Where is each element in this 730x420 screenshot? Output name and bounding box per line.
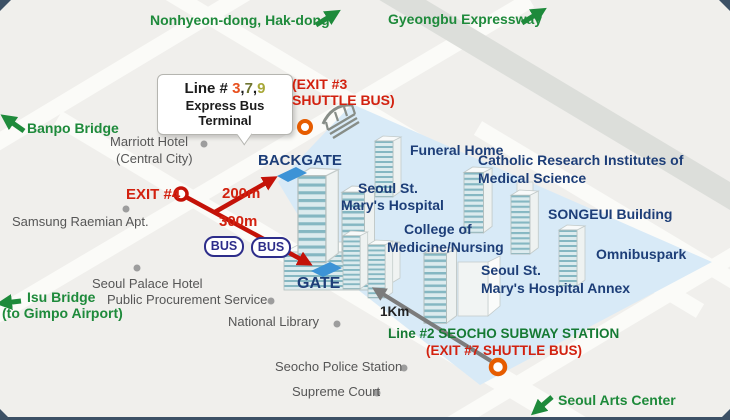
exit7-shuttle-marker (488, 357, 508, 377)
buildings (283, 135, 586, 324)
frame-bottom-line (0, 417, 730, 420)
frame-corner-bottom-left (0, 409, 11, 420)
label-funeral-home: Funeral Home (410, 142, 504, 158)
gyeongbu-arrow (520, 7, 547, 26)
label-backgate: BACKGATE (258, 152, 342, 169)
label-samsung-raemian: Samsung Raemian Apt. (12, 214, 149, 229)
backgate-marker (277, 167, 307, 182)
label-marriott-line1: Marriott Hotel (110, 134, 189, 149)
frame-corner-top-left (0, 0, 11, 11)
subway-stairs-icon (321, 103, 360, 140)
gyeongbu-expressway-road (379, 0, 730, 211)
label-annex-line2: Mary's Hospital Annex (481, 280, 631, 296)
label-hospital-line2: Mary's Hospital (341, 197, 444, 213)
bus-stop-1: BUS (204, 236, 244, 257)
frame-corner-bottom-right (719, 409, 730, 420)
label-seocho-police: Seocho Police Station (275, 359, 403, 374)
building-omnibuspark (558, 224, 586, 287)
label-seoul-arts-center: Seoul Arts Center (558, 392, 676, 408)
route-1km-arrow (371, 287, 493, 363)
label-isu-gimpo: (to Gimpo Airport) (2, 305, 123, 321)
isu-arrow (0, 294, 22, 311)
label-1km: 1Km (380, 304, 410, 319)
exit3-shuttle-marker (297, 119, 313, 135)
label-college-line1: College of (404, 221, 472, 237)
building-cluster-1 (342, 230, 369, 290)
building-annex (423, 246, 501, 324)
label-supreme-court: Supreme Court (292, 384, 381, 399)
landmark-dots (122, 140, 408, 397)
label-catholic-line2: Medical Science (478, 170, 587, 186)
express-bus-terminal-callout: Line # 3,7,9 Express Bus Terminal (157, 74, 293, 146)
arts-arrow (530, 395, 554, 416)
label-nonhyeon: Nonhyeon-dong, Hak-dong (150, 12, 330, 28)
label-200m: 200m (222, 185, 261, 202)
frame-corner-top-right (719, 0, 730, 11)
label-songeui: SONGEUI Building (548, 206, 673, 222)
label-300m: 300m (219, 213, 258, 230)
label-omnibuspark: Omnibuspark (596, 246, 687, 262)
label-annex-line1: Seoul St. (481, 262, 541, 278)
exit4-marker (173, 186, 189, 202)
label-marriott-line2: (Central City) (116, 151, 193, 166)
label-gyeongbu: Gyeongbu Expressway (388, 11, 543, 27)
building-songeui (510, 181, 539, 255)
bus-stop-2: BUS (251, 237, 291, 258)
label-seoul-palace-hotel: Seoul Palace Hotel (92, 276, 203, 291)
label-seocho-station: Line #2 SEOCHO SUBWAY STATION (388, 326, 620, 341)
callout-line-numbers: Line # 3,7,9 (184, 80, 266, 97)
label-national-library: National Library (228, 314, 320, 329)
label-isu-bridge: Isu Bridge (27, 289, 96, 305)
label-public-procurement: Public Procurement Service (107, 292, 268, 307)
label-exit4: EXIT #4 (126, 186, 181, 203)
label-hospital-line1: Seoul St. (358, 180, 418, 196)
label-catholic-line1: Catholic Research Institutes of (478, 152, 684, 168)
label-exit7-shuttle: (EXIT #7 SHUTTLE BUS) (426, 343, 583, 358)
banpo-arrow (0, 114, 26, 134)
gate-marker (311, 262, 342, 277)
label-banpo-bridge: Banpo Bridge (27, 120, 119, 136)
direction-arrows (0, 7, 554, 416)
nonhyeon-arrow (314, 9, 341, 28)
label-college-line2: Medicine/Nursing (387, 239, 504, 255)
label-gate: GATE (297, 275, 341, 292)
callout-terminal-name: Express Bus Terminal (185, 98, 265, 128)
route-200m-arrow (213, 176, 278, 214)
